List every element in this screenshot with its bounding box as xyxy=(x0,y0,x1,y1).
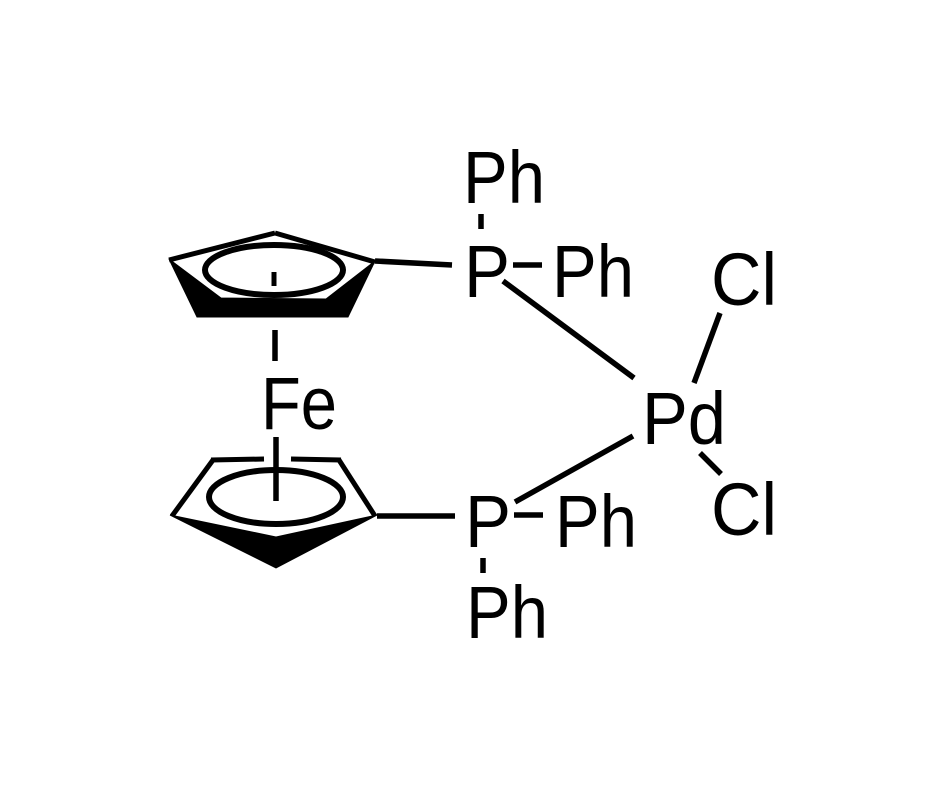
atom-label-cl-bottom: Cl xyxy=(711,468,777,551)
phosphine-group-top: Ph P Ph xyxy=(374,136,634,313)
bond-p-top-pd xyxy=(501,278,636,381)
bond-cp-top-p xyxy=(374,258,453,268)
bond-pd-cl-top xyxy=(691,312,723,384)
palladium-center-group: Pd Cl Cl xyxy=(501,238,777,551)
atom-label-ph-bottom-right: Ph xyxy=(555,480,637,563)
cp-bottom-slant-left xyxy=(169,458,216,518)
cp-top-aromatic-circle xyxy=(202,242,346,298)
cp-bottom-top-edge-left xyxy=(210,456,265,463)
atom-label-cl-top: Cl xyxy=(711,238,777,321)
atom-label-p-bottom: P xyxy=(465,480,511,563)
cp-top-edge-right xyxy=(274,230,376,265)
cp-ring-bottom xyxy=(169,456,378,569)
phosphine-group-bottom: P Ph Ph xyxy=(377,480,637,654)
atom-label-fe: Fe xyxy=(261,362,337,445)
cp-ring-top xyxy=(168,230,376,318)
ferrocene-group: Fe xyxy=(168,230,378,569)
cp-top-edge-left xyxy=(168,230,276,263)
atom-label-p-top: P xyxy=(464,230,510,313)
bond-p-bottom-pd xyxy=(513,433,635,505)
bond-pd-cl-bottom xyxy=(698,451,723,476)
atom-label-ph-top: Ph xyxy=(463,136,545,219)
cp-bottom-slant-right xyxy=(336,458,378,518)
cp-bottom-aromatic-circle xyxy=(206,467,346,527)
cp-bottom-top-edge-right xyxy=(290,456,342,463)
atom-label-ph-top-right: Ph xyxy=(552,230,634,313)
atom-label-ph-bottom: Ph xyxy=(466,571,548,654)
atom-label-pd: Pd xyxy=(642,377,726,460)
